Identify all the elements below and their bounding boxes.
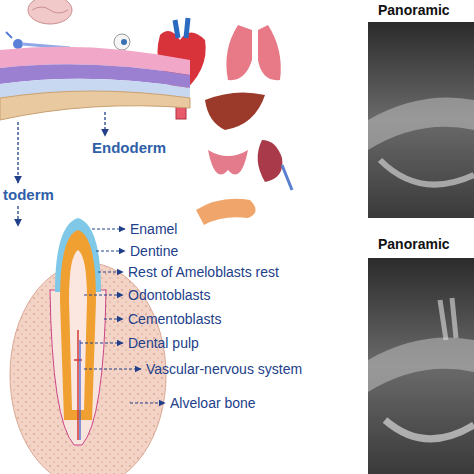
panel-title: Panoramic (378, 236, 450, 252)
part-label: Enamel (130, 221, 177, 237)
germ-layer-bands (0, 47, 190, 120)
panel-title: Panoramic (378, 2, 450, 18)
part-label: Odontoblasts (128, 287, 211, 303)
part-label: Vascular-nervous system (146, 361, 302, 377)
layer-label: toderm (3, 187, 54, 203)
part-label: Dental pulp (128, 335, 199, 351)
leader-arrows (18, 112, 105, 226)
part-label: Cementoblasts (128, 311, 221, 327)
panoramic-xray (368, 22, 474, 474)
part-label: Alveloar bone (170, 395, 256, 411)
part-label: Rest of Ameloblasts rest (128, 264, 279, 280)
part-label: Dentine (130, 243, 178, 259)
layer-label: Endoderm (92, 140, 166, 156)
